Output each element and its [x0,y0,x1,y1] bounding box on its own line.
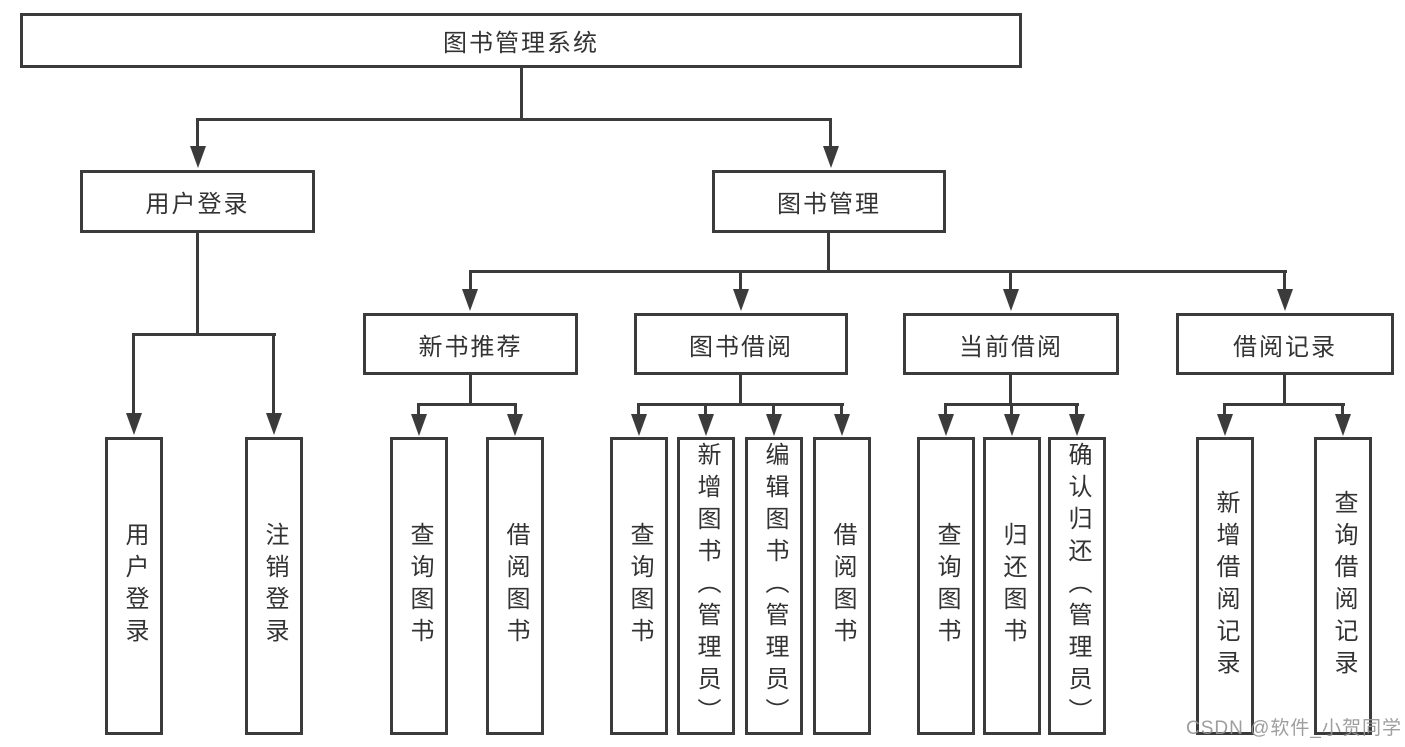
node-user-login: 用户登录 [80,170,315,233]
edge-root-bar [196,118,832,121]
leaf-newbook-borrow: 借阅图书 [486,437,544,735]
edge-stem [196,118,199,152]
edge-mgmt-bar [469,270,1287,273]
arrow-down-icon [190,146,206,168]
edge-stem [132,333,135,417]
arrow-down-icon [1003,289,1019,311]
node-book-borrow: 图书借阅 [634,313,848,375]
node-root: 图书管理系统 [20,13,1022,68]
edge-stem [1075,403,1078,419]
node-borrow-records: 借阅记录 [1176,313,1394,375]
arrow-down-icon [766,414,782,436]
arrow-down-icon [462,289,478,311]
leaf-record-query: 查询借阅记录 [1314,437,1372,735]
arrow-down-icon [126,413,142,435]
edge-stem [1341,403,1344,419]
leaf-current-confirm-return: 确认归还（管理员） [1048,437,1106,735]
edge-stem [739,270,742,298]
edge-newbook-trunk [469,375,472,405]
edge-current-trunk [1009,375,1012,405]
node-new-book-recommend: 新书推荐 [363,313,578,375]
edge-newbook-bar [417,403,517,406]
leaf-current-query: 查询图书 [917,437,975,735]
arrow-down-icon [834,414,850,436]
arrow-down-icon [411,414,427,436]
edge-records-bar [1223,403,1345,406]
edge-stem [514,403,517,419]
arrow-down-icon [266,413,282,435]
arrow-down-icon [1217,414,1233,436]
arrow-down-icon [698,414,714,436]
leaf-record-add: 新增借阅记录 [1196,437,1254,735]
edge-stem [829,118,832,152]
leaf-borrow-book: 借阅图书 [813,437,871,735]
leaf-logout: 注销登录 [245,437,303,735]
arrow-down-icon [1277,289,1293,311]
edge-borrow-trunk [739,375,742,405]
node-current-borrow: 当前借阅 [903,313,1119,375]
leaf-user-login: 用户登录 [105,437,163,735]
arrow-down-icon [823,146,839,168]
arrow-down-icon [733,289,749,311]
edge-borrow-bar [637,403,844,406]
arrow-down-icon [1335,414,1351,436]
leaf-current-return: 归还图书 [983,437,1041,735]
edge-stem [944,403,947,419]
watermark: CSDN @软件_小贺同学 [1186,718,1402,739]
edge-stem [469,270,472,298]
edge-userlogin-trunk [196,233,199,335]
edge-userlogin-bar [132,333,276,336]
arrow-down-icon [631,414,647,436]
arrow-down-icon [1004,414,1020,436]
edge-root-trunk [520,68,523,120]
edge-stem [1283,270,1286,298]
leaf-borrow-query: 查询图书 [610,437,668,735]
arrow-down-icon [938,414,954,436]
leaf-borrow-edit-book: 编辑图书（管理员） [745,437,803,735]
edge-mgmt-trunk [827,233,830,273]
edge-stem [1010,403,1013,419]
node-book-management: 图书管理 [712,170,946,233]
edge-stem [772,403,775,419]
leaf-borrow-add-book: 新增图书（管理员） [677,437,735,735]
edge-stem [1009,270,1012,298]
arrow-down-icon [1069,414,1085,436]
edge-stem [840,403,843,419]
leaf-newbook-query: 查询图书 [390,437,448,735]
edge-stem [272,333,275,417]
edge-stem [704,403,707,419]
edge-stem [637,403,640,419]
arrow-down-icon [507,414,523,436]
edge-stem [417,403,420,419]
edge-stem [1223,403,1226,419]
edge-records-trunk [1283,375,1286,405]
